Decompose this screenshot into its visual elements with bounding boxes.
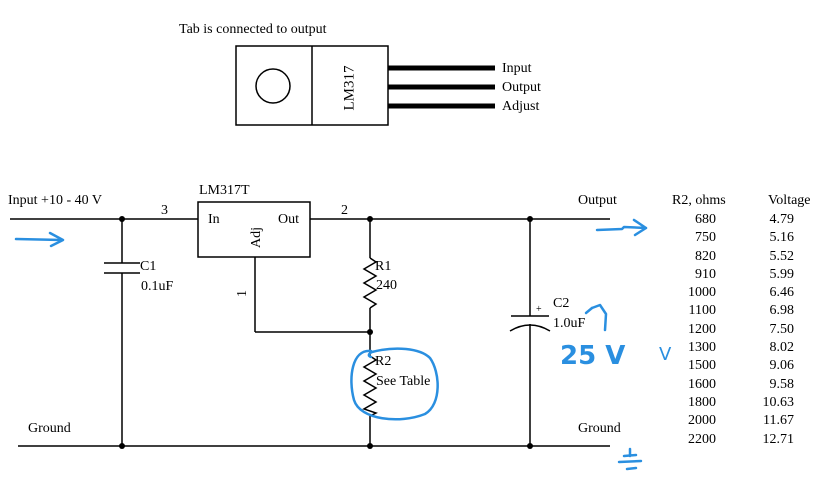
table-row: 1100 6.98: [671, 302, 794, 320]
r1-resistor: [362, 257, 378, 309]
ic-pin-adj: Adj: [249, 227, 264, 248]
handwritten-v: V: [659, 344, 672, 365]
table-cell-voltage: 7.50: [769, 321, 795, 337]
table-cell-voltage: 10.63: [762, 394, 795, 410]
table-cell-voltage: 6.46: [769, 285, 795, 301]
table-cell-r2: 1500: [688, 358, 716, 374]
table-cell-r2: 1800: [688, 394, 716, 410]
r2-name: R2: [375, 354, 392, 369]
output-arrow-icon: [595, 225, 648, 232]
junction-dot: [119, 216, 125, 222]
table-cell-r2: 1600: [688, 376, 716, 392]
table-cell-r2: 820: [695, 248, 716, 264]
lm317t-box: [197, 201, 311, 258]
table-cell-voltage: 8.02: [769, 340, 795, 356]
ic-pin-in: In: [208, 212, 220, 227]
package-part-label: LM317: [341, 65, 357, 111]
table-row: 1000 6.46: [671, 284, 794, 302]
table-cell-r2: 910: [695, 266, 716, 282]
table-cell-voltage: 5.52: [769, 248, 795, 264]
junction-dot: [119, 443, 125, 449]
table-header-voltage: Voltage: [768, 193, 811, 208]
table-cell-voltage: 5.99: [769, 266, 795, 282]
handwritten-25v: 25 V: [560, 341, 626, 371]
table-cell-voltage: 6.98: [769, 303, 795, 319]
pin-label-adjust: Adjust: [502, 99, 540, 114]
table-row: 1200 7.50: [671, 321, 794, 339]
ic-pin-out: Out: [278, 212, 299, 227]
output-label: Output: [578, 193, 617, 208]
input-arrow-icon: [14, 237, 64, 242]
table-cell-r2: 750: [695, 230, 716, 246]
table-row: 680 4.79: [671, 211, 794, 229]
junction-dot: [367, 216, 373, 222]
table-cell-voltage: 9.06: [769, 358, 795, 374]
junction-dots: [119, 216, 533, 449]
pin-label-output: Output: [502, 80, 541, 95]
ground-label-left: Ground: [28, 421, 71, 436]
lm317-package: [235, 45, 495, 126]
table-cell-r2: 1200: [688, 321, 716, 337]
mounting-hole: [255, 68, 291, 104]
table-header-r2: R2, ohms: [672, 193, 726, 208]
table-cell-voltage: 4.79: [769, 212, 795, 227]
r2-value: See Table: [376, 374, 431, 389]
c1-value: 0.1uF: [141, 279, 174, 294]
table-row: 1800 10.63: [671, 394, 794, 412]
pin-label-input: Input: [502, 61, 532, 76]
c1-name: C1: [140, 259, 157, 274]
handwritten-annotations: [14, 218, 648, 471]
table-cell-r2: 1000: [688, 285, 716, 301]
table-row: 910 5.99: [671, 266, 794, 284]
table-row: 1500 9.06: [671, 357, 794, 375]
junction-dot: [527, 216, 533, 222]
node-2-label: 2: [341, 203, 348, 218]
package-title: Tab is connected to output: [179, 22, 327, 37]
ground-scribble-icon: [617, 447, 643, 471]
input-voltage-label: Input +10 - 40 V: [8, 193, 102, 208]
ground-label-right: Ground: [578, 421, 621, 436]
c2-value: 1.0uF: [553, 316, 586, 331]
circuit-wires: [10, 201, 610, 447]
input-arrow-head-icon: [48, 231, 65, 248]
output-arrow-head-icon: [632, 218, 648, 237]
r1-value: 240: [376, 278, 397, 293]
table-cell-r2: 2200: [688, 431, 716, 447]
junction-dot: [527, 443, 533, 449]
table-row: 2000 11.67: [671, 412, 794, 430]
table-cell-r2: 1300: [688, 340, 716, 356]
table-cell-r2: 680: [695, 212, 716, 227]
table-row: 820 5.52: [671, 248, 794, 266]
node-3-label: 3: [161, 203, 168, 218]
r2-resistor: [362, 355, 378, 417]
table-cell-voltage: 11.67: [763, 413, 794, 429]
table-cell-r2: 2000: [688, 413, 716, 429]
table-row: 750 5.16: [671, 229, 794, 247]
r2-highlight-circle-icon: [350, 347, 439, 421]
table-row: 2200 12.71: [671, 431, 794, 449]
c2-name: C2: [553, 296, 570, 311]
junction-dot: [367, 443, 373, 449]
table-cell-voltage: 9.58: [769, 376, 795, 392]
ic-name: LM317T: [199, 183, 250, 198]
table-cell-voltage: 12.71: [762, 431, 795, 447]
node-1-label: 1: [235, 290, 250, 297]
table-cell-r2: 1100: [688, 303, 716, 319]
table-row: 1600 9.58: [671, 376, 794, 394]
c2-rating-tick-hook-icon: [584, 306, 594, 315]
table-row: 1300 8.02: [671, 339, 794, 357]
c2-rating-tick-icon: [590, 303, 608, 332]
table-cell-voltage: 5.16: [769, 230, 795, 246]
junction-dot: [367, 329, 373, 335]
r1-name: R1: [375, 259, 392, 274]
c2-polarity-mark: +: [536, 304, 542, 315]
